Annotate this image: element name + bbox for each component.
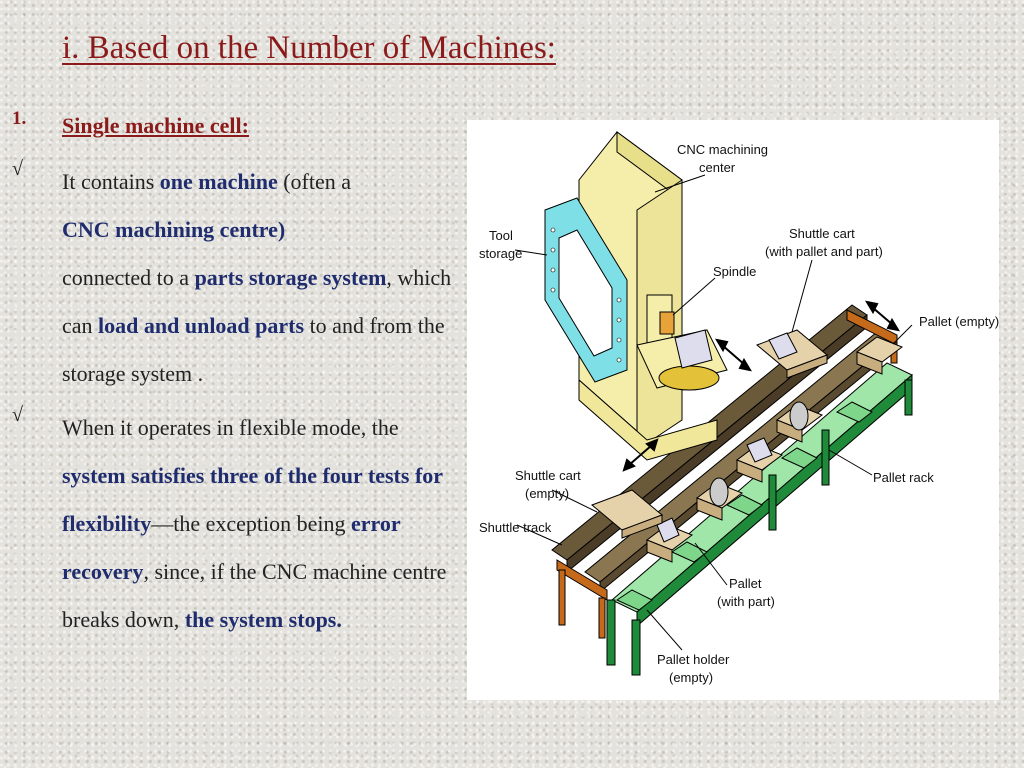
text-segment: , since, if the CNC machine centre break… <box>62 559 447 632</box>
label-holder-1: Pallet holder <box>657 652 730 667</box>
label-pallet-2: (with part) <box>717 594 775 609</box>
label-spindle: Spindle <box>713 264 756 279</box>
label-pallet-1: Pallet <box>729 576 762 591</box>
pallet-rack <box>606 362 913 676</box>
item-number: 1. <box>12 108 27 129</box>
list-item-2: √ It contains one machine (often a CNC m… <box>12 158 452 398</box>
label-pallet-empty: Pallet (empty) <box>919 314 999 329</box>
text-segment-bold: the system stops. <box>184 607 342 632</box>
label-shuttle-1: Shuttle cart <box>789 226 855 241</box>
single-machine-cell-diagram: CNC machining center Tool storage Spindl… <box>467 120 999 700</box>
check-mark-icon: √ <box>12 404 23 426</box>
text-segment-bold: parts storage system <box>194 265 387 290</box>
diagram-labels: CNC machining center Tool storage Spindl… <box>479 142 999 685</box>
tool-storage <box>544 197 628 383</box>
diagram-svg: CNC machining center Tool storage Spindl… <box>479 131 999 685</box>
label-cart-empty-2: (empty) <box>525 486 569 501</box>
label-shuttle-2: (with pallet and part) <box>765 244 883 259</box>
paragraph-1: It contains one machine (often a CNC mac… <box>62 158 452 398</box>
text-segment: When it operates in flexible mode, the <box>62 415 399 440</box>
shuttle-carts <box>591 329 828 539</box>
paragraph-2: When it operates in flexible mode, the s… <box>62 404 452 644</box>
leader-lines <box>514 174 913 651</box>
slide-title: i. Based on the Number of Machines: <box>62 30 556 66</box>
list-item-1: 1. Single machine cell: <box>12 108 452 144</box>
label-holder-2: (empty) <box>669 670 713 685</box>
text-segment: —the exception being <box>151 511 351 536</box>
item-heading: Single machine cell: <box>62 113 249 138</box>
text-segment-bold: system satisfies three of the four tests… <box>62 463 443 536</box>
label-pallet-rack: Pallet rack <box>873 470 934 485</box>
text-segment-bold: CNC machining centre) <box>62 217 286 242</box>
text-segment: (often a <box>277 169 352 194</box>
text-segment: It contains <box>62 169 160 194</box>
text-segment: connected to a <box>62 265 195 290</box>
text-segment-bold: error recovery <box>62 511 401 584</box>
label-tool-1: Tool <box>489 228 513 243</box>
text-segment: , which can <box>62 265 452 338</box>
text-segment-bold: load and unload parts <box>98 313 305 338</box>
label-tool-2: storage <box>479 246 522 261</box>
label-cnc-1: CNC machining <box>677 142 768 157</box>
check-mark-icon: √ <box>12 158 23 180</box>
text-segment: to and from the storage system . <box>62 313 445 386</box>
label-cnc-2: center <box>699 160 736 175</box>
text-segment-bold: one machine <box>159 169 278 194</box>
list-item-3: √ When it operates in flexible mode, the… <box>12 404 452 644</box>
label-cart-empty-1: Shuttle cart <box>515 468 581 483</box>
label-track: Shuttle track <box>479 520 552 535</box>
motion-arrows <box>622 300 901 472</box>
pallets <box>645 336 904 563</box>
bullet-list: 1. Single machine cell: √ It contains on… <box>12 108 452 644</box>
